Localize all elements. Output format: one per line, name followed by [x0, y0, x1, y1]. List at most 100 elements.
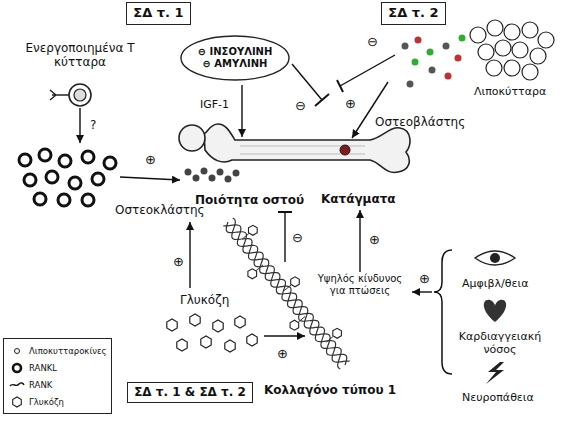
rankl-ring: [104, 157, 116, 169]
sign-symbol: ⊖: [367, 34, 378, 49]
sign-symbol: ⊖: [295, 98, 306, 113]
inhibition-bar: [278, 211, 292, 213]
adipokine-dot: [412, 59, 419, 66]
adipokine-dot: [415, 37, 422, 44]
node-text: ΣΔ τ. 2: [388, 5, 438, 21]
label-box: ⊖: [295, 98, 306, 114]
adipocyte: [504, 24, 520, 40]
osteoblast-cell: [340, 145, 350, 155]
glucose-cluster: [167, 314, 257, 352]
text-label: Καρδιαγγειακή νόσος: [459, 330, 542, 356]
adipokine-dot: [459, 35, 466, 42]
osteoclast-cluster: [185, 168, 240, 183]
adipokine-dot: [443, 43, 450, 50]
sign-symbol: ⊕: [369, 232, 380, 247]
adipokine-sample: [15, 348, 20, 353]
eye-icon: [475, 251, 515, 265]
sign-symbol: ?: [90, 118, 96, 132]
node-text: ΣΔ τ. 1 & ΣΔ τ. 2: [134, 385, 246, 400]
glycation-link: [298, 316, 305, 322]
glucose-hexagon: [249, 225, 258, 235]
glucose-hexagon: [177, 339, 187, 351]
label-box: Κατάγματα: [321, 192, 396, 206]
femur-bone: [179, 124, 410, 172]
label-box: IGF-1: [200, 98, 229, 111]
osteoclast-dot: [209, 175, 216, 182]
femoral-head: [179, 125, 205, 151]
adipokine-dot: [445, 73, 452, 80]
arrow-line: [189, 222, 190, 288]
adipokine-dot: [427, 49, 434, 56]
legend-row: Λιποκυτταροκίνες: [8, 342, 107, 359]
label-box: Καρδιαγγειακή νόσος: [448, 330, 552, 356]
adipocyte: [522, 22, 538, 38]
lightning-icon: [486, 362, 504, 384]
osteoclast-dot: [185, 169, 192, 176]
legend-sample: [8, 378, 26, 392]
arrow-line: [120, 177, 180, 180]
eye-pupil: [490, 253, 500, 263]
glucose-hexagon: [235, 316, 245, 328]
label-box: Γλυκόζη: [180, 293, 229, 307]
adipokine-dot: [407, 81, 414, 88]
rankl-ring: [46, 171, 58, 183]
rank-sample: [10, 382, 24, 385]
text-label: Οστεοβλάστης: [375, 115, 465, 129]
legend-sample: [8, 361, 26, 375]
rankl-ring: [92, 173, 104, 185]
inhibition-bar: [337, 80, 343, 92]
sign-symbol: ⊖: [292, 230, 303, 245]
arrow-line: [241, 85, 242, 137]
label-box: ⊖: [292, 230, 303, 246]
rankl-ring: [59, 155, 71, 167]
glucose-hexagon: [333, 328, 342, 338]
rankl-sample: [13, 364, 21, 372]
glycation-link: [284, 285, 291, 291]
label-box: ⊕: [369, 232, 380, 248]
adipocyte: [512, 42, 528, 58]
inhibition-bar: [315, 94, 329, 106]
adipokine-dots: [402, 35, 466, 88]
hormone-ellipse: ⊖ ΙΝΣΟΥΛΙΝΗ⊖ ΑΜΥΛΙΝΗ: [180, 35, 290, 81]
label-box: Οστεοβλάστης: [375, 115, 465, 129]
arrow-line: [79, 108, 80, 143]
glucose-sample: [13, 397, 22, 407]
label-box: ⊕: [345, 96, 356, 112]
collagen-strand: [226, 222, 347, 365]
osteoclast-dot: [201, 168, 208, 175]
node-text: ⊖ ΙΝΣΟΥΛΙΝΗ: [198, 46, 273, 59]
text-label: IGF-1: [200, 98, 229, 111]
rankl-ring: [39, 149, 51, 161]
glucose-hexagon: [291, 277, 300, 287]
rankl-ring: [24, 174, 36, 186]
label-box: ⊕: [419, 271, 430, 287]
glucose-hexagon: [247, 334, 257, 346]
label-box: ⊕: [173, 254, 184, 270]
arrow-line: [352, 82, 388, 138]
ellipse-shape: [181, 36, 289, 80]
t-cell-receptor: [50, 90, 69, 100]
adipocyte: [486, 60, 502, 76]
glycation-link: [326, 336, 333, 342]
glucose-hexagon: [201, 336, 211, 348]
sign-symbol: ⊕: [419, 271, 430, 286]
adipocyte: [478, 44, 494, 60]
glucose-hexagon: [248, 269, 257, 279]
text-label: Αμφιβλ/θεια: [462, 277, 528, 290]
label-box: Κολλαγόνο τύπου 1: [264, 383, 396, 397]
osteoclast-dot: [217, 169, 224, 176]
legend-sample: [8, 344, 26, 358]
rankl-ring: [69, 177, 81, 189]
heart-icon: [484, 300, 506, 322]
label-box: Υψηλός κίνδυνος για πτώσεις: [310, 273, 410, 297]
label-box: Ποιότητα οστού: [195, 193, 304, 207]
eye-outline: [475, 251, 515, 265]
node-text: ΣΔ τ. 1: [133, 5, 183, 21]
inhibition-line: [292, 64, 322, 100]
legend-text: Λιποκυτταροκίνες: [29, 346, 107, 356]
label-box: Ενεργοποιημένα Τ κύτταρα: [24, 41, 136, 70]
adipocyte: [487, 20, 503, 36]
text-label: Οστεοκλάστης: [115, 203, 205, 217]
label-box: ⊖: [367, 34, 378, 50]
